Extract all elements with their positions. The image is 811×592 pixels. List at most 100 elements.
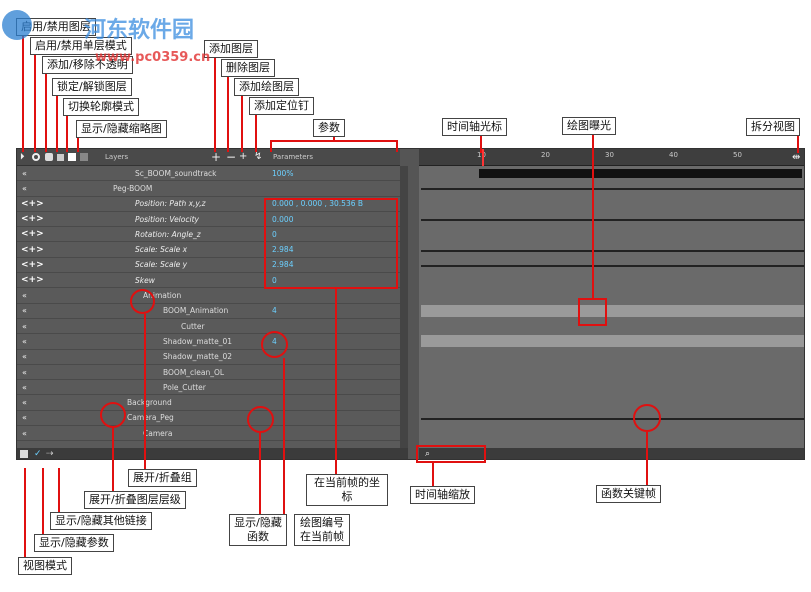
timeline-zoom-slider[interactable] (419, 448, 804, 459)
callout-params: 参数 (313, 119, 345, 137)
line-params-h (270, 140, 398, 142)
layer-row[interactable]: «Animation (17, 288, 400, 304)
zoom-magnifier-icon[interactable]: ⌕ (425, 449, 431, 459)
line-c3 (45, 64, 47, 152)
param-arrow-label[interactable]: <+> (21, 244, 44, 255)
split-view-icon[interactable]: ⇹ (792, 152, 801, 163)
layer-param-value[interactable]: 0.000 , 0.000 , 30.536 B (272, 199, 364, 209)
ring-show-function (247, 406, 274, 433)
line-params-l (270, 140, 272, 152)
ruler-tick-label: 50 (733, 151, 742, 159)
add-layer-icon[interactable]: + (211, 150, 222, 164)
callout-split-view: 拆分视图 (746, 118, 800, 136)
line-timeline-zoom (432, 463, 434, 487)
layer-param-value[interactable]: 2.984 (272, 245, 294, 255)
ring-expand-group (130, 289, 155, 314)
view-mode-icon[interactable] (20, 450, 28, 458)
line-function-keyframe (646, 432, 648, 486)
function-curve-line (421, 249, 804, 252)
layer-row[interactable]: «Shadow_matte_02 (17, 350, 400, 365)
line-c1 (22, 26, 24, 152)
layer-name: Position: Path x,y,z (135, 199, 206, 209)
layer-visibility-icon[interactable]: « (22, 367, 27, 377)
layer-visibility-icon[interactable]: « (22, 291, 27, 301)
exposure-bar[interactable] (421, 335, 804, 348)
layer-row[interactable]: «Peg-BOOM (17, 181, 400, 197)
layer-param-value[interactable]: 0 (272, 275, 277, 285)
layers-toolbar: ⏵ Layers + − + ↯ Parameters (17, 149, 400, 166)
show-links-icon[interactable]: ⇢ (46, 449, 54, 459)
outline-mode-icon[interactable] (68, 153, 76, 161)
callout-timeline-cursor: 时间轴光标 (442, 118, 507, 136)
layer-param-value[interactable]: 4 (272, 306, 277, 316)
layer-visibility-icon[interactable]: « (22, 321, 27, 331)
thumbnail-icon[interactable] (80, 153, 88, 161)
layer-name: BOOM_clean_OL (163, 367, 225, 377)
callout-expand-group: 展开/折叠组 (128, 469, 197, 487)
layer-row[interactable]: « Camera (17, 426, 400, 442)
delete-layer-icon[interactable]: − (226, 150, 237, 164)
ruler-tick-label: 20 (541, 151, 550, 159)
param-arrow-label[interactable]: <+> (21, 275, 44, 286)
layer-visibility-icon[interactable]: « (22, 413, 27, 423)
layer-visibility-icon[interactable]: « (22, 183, 27, 193)
layer-row[interactable]: « BOOM_Animation 4 (17, 304, 400, 319)
opacity-icon[interactable] (45, 153, 53, 161)
callout-enable-layer: 启用/禁用图层 (16, 18, 96, 36)
layer-name: Scale: Scale y (135, 260, 188, 270)
layer-param-value[interactable]: 100% (272, 168, 294, 178)
ruler-tick-label: 30 (605, 151, 614, 159)
layer-row[interactable]: <+> Position: Path x,y,z 0.000 , 0.000 , 3… (17, 197, 400, 212)
lock-icon[interactable] (57, 154, 64, 161)
add-peg-icon[interactable]: ↯ (254, 151, 263, 162)
layer-row[interactable]: « BOOM_clean_OL (17, 365, 400, 381)
callout-lock-layer: 锁定/解锁图层 (52, 78, 132, 96)
exposure-bar[interactable] (421, 304, 804, 317)
layer-visibility-icon[interactable]: « (22, 168, 27, 178)
param-arrow-label[interactable]: <+> (21, 214, 44, 225)
layer-visibility-icon[interactable]: « (22, 382, 27, 392)
solo-mode-icon[interactable] (32, 153, 40, 161)
soundtrack-waveform (479, 169, 802, 178)
line-params-c (333, 133, 335, 141)
timeline-hscroll[interactable] (17, 448, 408, 459)
callout-show-links: 显示/隐藏其他链接 (50, 512, 152, 530)
line-timeline-cursor-v (480, 133, 482, 153)
show-params-icon[interactable]: ✓ (34, 449, 42, 459)
watermark-text: 河东软件园 (84, 18, 195, 43)
line-add-layer (214, 55, 216, 152)
layer-visibility-icon[interactable]: « (22, 336, 27, 346)
param-arrow-label[interactable]: <+> (21, 198, 44, 209)
param-arrow-label[interactable]: <+> (21, 259, 44, 270)
line-c6 (77, 128, 79, 152)
layer-row[interactable]: «Camera_Peg (17, 411, 400, 427)
timeline-ruler[interactable] (419, 149, 804, 166)
watermark-logo (2, 10, 32, 40)
layer-row[interactable]: «Pole_Cutter (17, 380, 400, 396)
function-curve-line (421, 264, 804, 267)
layer-name: BOOM_Animation (163, 306, 229, 316)
line-drawing-number (283, 358, 285, 516)
param-arrow-label[interactable]: <+> (21, 229, 44, 240)
layer-param-value[interactable]: 0.000 (272, 214, 294, 224)
layer-param-value[interactable]: 2.984 (272, 260, 294, 270)
layer-scrollbar[interactable] (400, 166, 408, 448)
layer-param-value[interactable]: 0 (272, 229, 277, 239)
layer-visibility-icon[interactable]: « (22, 428, 27, 438)
layer-visibility-icon[interactable]: « (22, 306, 27, 316)
layer-name: Camera (143, 428, 173, 438)
layer-row[interactable]: <+> Scale: Scale y 2.984 (17, 258, 400, 274)
layer-row[interactable]: «Cutter (17, 319, 400, 335)
layer-visibility-icon[interactable]: « (22, 352, 27, 362)
enable-layer-icon[interactable]: ⏵ (20, 152, 25, 162)
layer-row[interactable]: «Background (17, 396, 400, 411)
layer-visibility-icon[interactable]: « (22, 398, 27, 408)
line-delete-layer (227, 74, 229, 152)
add-drawing-layer-icon[interactable]: + (239, 151, 248, 162)
